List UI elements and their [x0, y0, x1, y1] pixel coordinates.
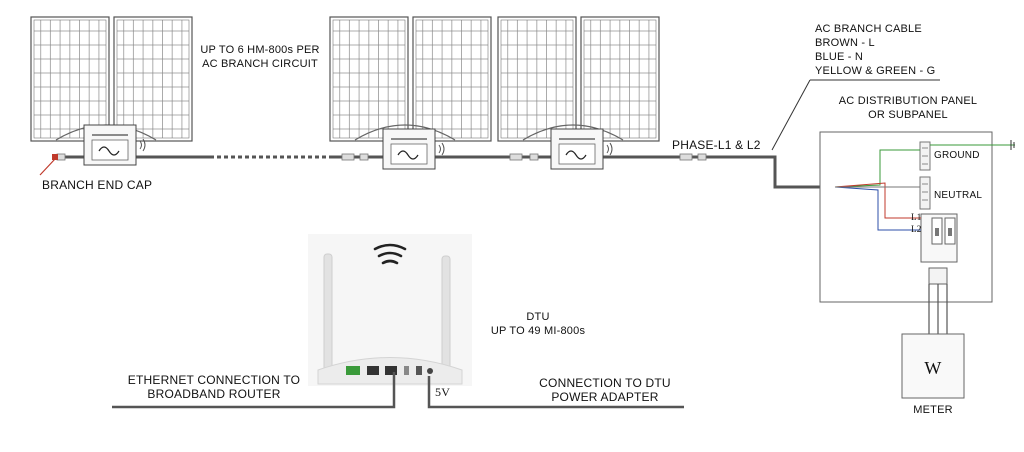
ethernet-cable — [112, 372, 396, 409]
distribution-panel-box — [819, 131, 993, 303]
solar-panel — [412, 16, 492, 142]
dtu-wifi-icon — [373, 243, 407, 265]
ground-bus — [919, 141, 931, 171]
solar-panels-group-2 — [329, 16, 492, 142]
ac-cable-label: AC BRANCH CABLE BROWN - L BLUE - N YELLO… — [815, 22, 935, 78]
dtu-label-line-2: UP TO 49 MI-800s — [490, 325, 586, 337]
inverter-wifi-icons — [139, 138, 613, 156]
microinverter — [83, 124, 137, 166]
power-adapter-label: CONNECTION TO DTU POWER ADAPTER — [535, 376, 675, 404]
solar-panels-group-3 — [497, 16, 660, 142]
meter-wires — [928, 284, 948, 334]
power-adapter-cable — [427, 376, 684, 409]
dtu-device — [308, 234, 472, 386]
solar-panel — [497, 16, 577, 142]
dtu-label-line-1: DTU — [526, 311, 550, 323]
cable-connectors — [56, 153, 707, 161]
solar-panel — [113, 16, 193, 142]
distribution-panel-label: AC DISTRIBUTION PANEL OR SUBPANEL — [828, 94, 988, 122]
ac-cable-pointer — [771, 79, 811, 151]
ac-cable-line-brown: BROWN - L — [815, 37, 875, 49]
breaker — [920, 213, 958, 263]
ground-wire — [834, 140, 1015, 188]
solar-panels-group-1 — [30, 16, 193, 142]
meter-socket — [928, 267, 948, 285]
ethernet-label-line-1: ETHERNET CONNECTION TO — [127, 373, 301, 387]
solar-panel — [30, 16, 110, 142]
ethernet-label-line-2: BROADBAND ROUTER — [147, 387, 281, 401]
neutral-bus — [919, 176, 931, 210]
l1-wire — [834, 182, 921, 219]
meter-box — [901, 333, 965, 399]
branch-end-cap-pointer — [39, 158, 56, 176]
l2-label: L2 — [911, 224, 922, 234]
power-adapter-line-2: POWER ADAPTER — [551, 390, 659, 404]
meter-label: METER — [913, 404, 953, 416]
microinverter — [550, 128, 604, 170]
ac-cable-title: AC BRANCH CABLE — [815, 23, 922, 35]
ac-cable-line-blue: BLUE - N — [815, 51, 864, 63]
panels-note-line-1: UP TO 6 HM-800s PER — [200, 44, 320, 56]
l1-label: L1 — [911, 212, 922, 222]
distribution-panel-line-2: OR SUBPANEL — [868, 109, 948, 121]
branch-end-cap-marker — [52, 154, 58, 160]
ac-cable-line-yellow-green: YELLOW & GREEN - G — [815, 65, 936, 77]
meter-symbol: W — [924, 358, 942, 378]
ground-label: GROUND — [934, 150, 980, 161]
ac-trunk-cable — [62, 155, 835, 189]
power-adapter-line-1: CONNECTION TO DTU — [539, 376, 671, 390]
solar-panel — [580, 16, 660, 142]
voltage-label: 5V — [435, 385, 451, 399]
l2-wire — [834, 186, 921, 231]
panels-note: UP TO 6 HM-800s PER AC BRANCH CIRCUIT — [200, 43, 320, 71]
phase-label: PHASE-L1 & L2 — [672, 138, 761, 152]
ethernet-label: ETHERNET CONNECTION TO BROADBAND ROUTER — [124, 373, 304, 401]
solar-panel — [329, 16, 409, 142]
branch-end-cap-label: BRANCH END CAP — [42, 178, 153, 192]
distribution-panel-line-1: AC DISTRIBUTION PANEL — [838, 95, 978, 107]
microinverter — [382, 128, 436, 170]
panels-note-line-2: AC BRANCH CIRCUIT — [202, 58, 318, 70]
dtu-label: DTU UP TO 49 MI-800s — [478, 310, 598, 338]
neutral-label: NEUTRAL — [934, 190, 983, 201]
